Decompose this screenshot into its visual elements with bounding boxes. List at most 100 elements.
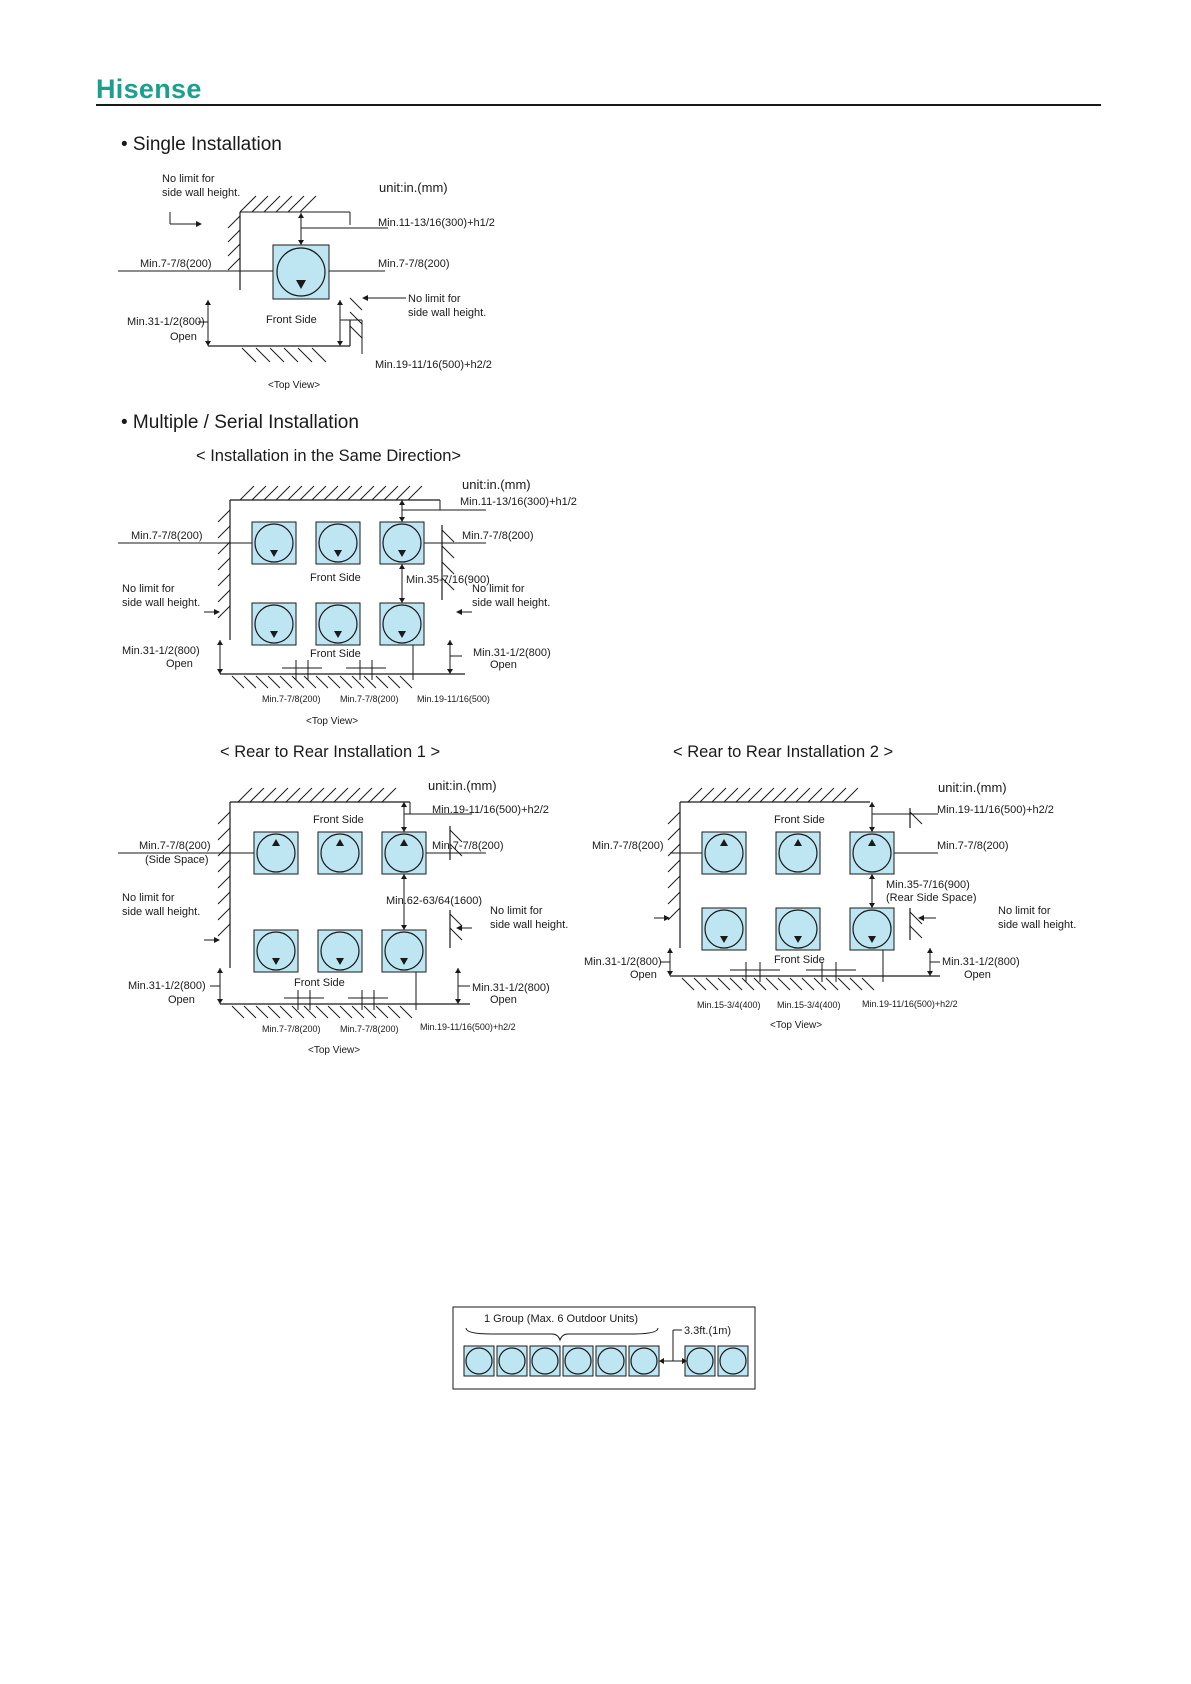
min-open-right-label: Min.31-1/2(800) [472, 982, 550, 994]
rear-to-rear-2-diagram: unit:in.(mm) Front Side Min.19-11/16(500… [584, 780, 1076, 1031]
same-direction-title: < Installation in the Same Direction> [196, 447, 462, 465]
min-open-right-label: Min.31-1/2(800) [942, 956, 1020, 968]
front-side-label: Front Side [774, 814, 825, 826]
hisense-logo: Hisense [96, 74, 202, 104]
bottom-wall-hatch [681, 977, 875, 991]
top-view-label: <Top View> [308, 1045, 360, 1056]
fan-circle [276, 247, 326, 297]
gap-a-label: Min.15-3/4(400) [697, 1000, 761, 1010]
gap-b-label: Min.7-7/8(200) [340, 694, 399, 704]
min-between-label: Min.62-63/64(1600) [386, 895, 482, 907]
min-left-label: Min.7-7/8(200) [139, 840, 211, 852]
front-side-label: Front Side [266, 314, 317, 326]
front-side-label-2: Front Side [310, 648, 361, 660]
header-rule [96, 104, 1101, 106]
top-view-label: <Top View> [268, 380, 320, 391]
unit-row-2 [253, 929, 427, 973]
left-wall-hatch [217, 811, 231, 937]
unit-label: unit:in.(mm) [379, 180, 448, 195]
front-side-label-2: Front Side [294, 977, 345, 989]
rear-to-rear-1-diagram: unit:in.(mm) Front Side Min.19-11/16(500… [118, 778, 568, 1056]
min-right-label: Min.7-7/8(200) [378, 258, 450, 270]
no-limit-right-1: No limit for [998, 905, 1051, 917]
open-left-label: Open [168, 994, 195, 1006]
no-limit-right-2: side wall height. [408, 307, 486, 319]
min-between-label: Min.35-7/16(900) [886, 879, 970, 891]
unit-label: unit:in.(mm) [462, 477, 531, 492]
open-right-label: Open [964, 969, 991, 981]
unit-row-1 [701, 831, 895, 875]
rear-side-space-label: (Rear Side Space) [886, 892, 977, 904]
group-label: 1 Group (Max. 6 Outdoor Units) [484, 1313, 638, 1325]
group-brace [465, 1327, 659, 1342]
unit-label: unit:in.(mm) [938, 780, 1007, 795]
no-limit-right-2: side wall height. [998, 919, 1076, 931]
gap-c-label: Min.19-11/16(500)+h2/2 [862, 999, 958, 1009]
open-left-label: Open [630, 969, 657, 981]
same-direction-diagram: unit:in.(mm) Min.11-13/16(300)+h1/2 Min.… [118, 477, 577, 727]
unit-row-1 [253, 831, 427, 875]
open-label: Open [170, 331, 197, 343]
no-limit-label-1: No limit for [162, 173, 215, 185]
min-top-label: Min.11-13/16(300)+h1/2 [378, 217, 495, 229]
bottom-wall-hatch [231, 675, 413, 689]
min-between-label: Min.35-7/16(900) [406, 574, 490, 586]
rear-to-rear-1-title: < Rear to Rear Installation 1 > [220, 743, 441, 761]
front-side-label-1: Front Side [310, 572, 361, 584]
no-limit-label-2: side wall height. [162, 187, 240, 199]
min-left-label: Min.7-7/8(200) [140, 258, 212, 270]
no-limit-right-1: No limit for [472, 583, 525, 595]
min-open-left-label: Min.31-1/2(800) [122, 645, 200, 657]
front-arrow-icon [296, 280, 306, 289]
no-limit-right-2: side wall height. [472, 597, 550, 609]
unit-row-1 [251, 521, 425, 565]
gap-b-label: Min.7-7/8(200) [340, 1024, 399, 1034]
min-right-label: Min.7-7/8(200) [432, 840, 504, 852]
min-left-label: Min.7-7/8(200) [592, 840, 664, 852]
open-right-label: Open [490, 994, 517, 1006]
min-bottom-label: Min.19-11/16(500)+h2/2 [375, 359, 492, 371]
bottom-wall-hatch [241, 347, 327, 363]
open-right-label: Open [490, 659, 517, 671]
unit-label: unit:in.(mm) [428, 778, 497, 793]
min-top-label: Min.19-11/16(500)+h2/2 [937, 804, 1054, 816]
min-top-label: Min.19-11/16(500)+h2/2 [432, 804, 549, 816]
top-view-label: <Top View> [770, 1020, 822, 1031]
group-units [463, 1345, 749, 1377]
unit-row-2 [701, 907, 895, 951]
no-limit-left-2: side wall height. [122, 906, 200, 918]
front-side-label-2: Front Side [774, 954, 825, 966]
group-diagram: 1 Group (Max. 6 Outdoor Units) 3.3ft.(1m… [452, 1306, 756, 1390]
gap-c-label: Min.19-11/16(500)+h2/2 [420, 1022, 516, 1032]
outdoor-unit [272, 244, 330, 300]
no-limit-right-1: No limit for [490, 905, 543, 917]
min-left-label: Min.7-7/8(200) [131, 530, 203, 542]
right-wall-hatch [441, 529, 455, 591]
distance-label: 3.3ft.(1m) [684, 1325, 731, 1337]
left-wall-hatch [667, 811, 681, 921]
top-wall-hatch [239, 195, 317, 213]
gap-b-label: Min.15-3/4(400) [777, 1000, 841, 1010]
left-wall-hatch [217, 509, 231, 619]
single-installation-title: • Single Installation [121, 134, 282, 155]
no-limit-right-1: No limit for [408, 293, 461, 305]
min-open-label: Min.31-1/2(800) [127, 316, 205, 328]
gap-a-label: Min.7-7/8(200) [262, 694, 321, 704]
open-left-label: Open [166, 658, 193, 670]
min-top-label: Min.11-13/16(300)+h1/2 [460, 496, 577, 508]
no-limit-left-2: side wall height. [122, 597, 200, 609]
bottom-wall-hatch [231, 1005, 413, 1019]
min-right-label: Min.7-7/8(200) [937, 840, 1009, 852]
unit-row-2 [251, 602, 425, 646]
no-limit-left-1: No limit for [122, 583, 175, 595]
front-side-label: Front Side [313, 814, 364, 826]
min-open-left-label: Min.31-1/2(800) [584, 956, 662, 968]
left-wall-hatch [227, 215, 241, 271]
top-view-label: <Top View> [306, 716, 358, 727]
side-space-label: (Side Space) [145, 854, 209, 866]
min-right-label: Min.7-7/8(200) [462, 530, 534, 542]
no-limit-right-2: side wall height. [490, 919, 568, 931]
rear-to-rear-2-title: < Rear to Rear Installation 2 > [673, 743, 894, 761]
single-installation-diagram: No limit for side wall height. unit:in.(… [118, 173, 495, 391]
right-wall-hatch [349, 297, 363, 339]
